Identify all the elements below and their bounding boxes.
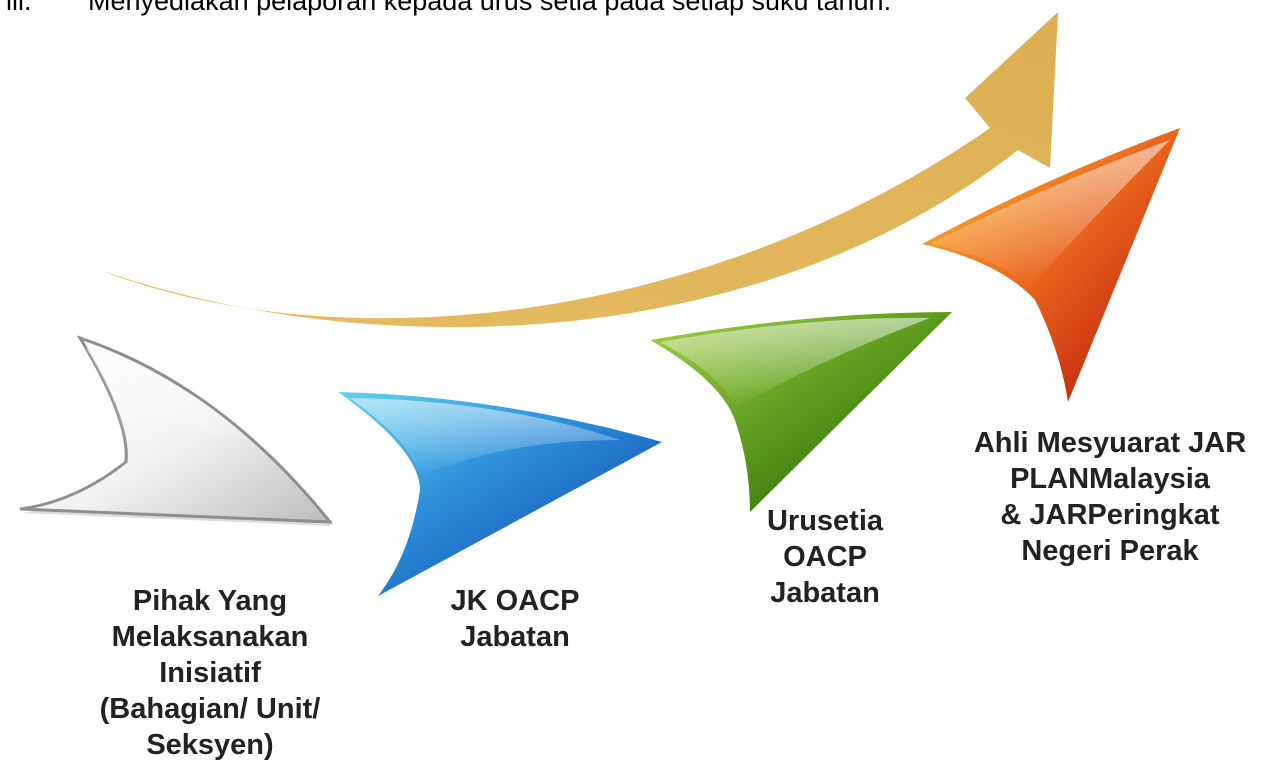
intro-text: Menyediakan pelaporan kepada urus setia … — [88, 0, 892, 16]
stage-label-2: JK OACP Jabatan — [430, 583, 600, 655]
stage-shape-orange — [922, 128, 1180, 402]
rising-arrow — [100, 12, 1058, 328]
stage-2-line-2: Jabatan — [460, 621, 570, 653]
stage-3-line-2: OACP — [783, 541, 867, 573]
stage-label-4: Ahli Mesyuarat JAR PLANMalaysia & JARPer… — [960, 425, 1260, 569]
stage-2-line-1: JK OACP — [450, 585, 580, 617]
stage-1-line-4: Seksyen) — [146, 729, 274, 761]
stage-shape-green — [650, 312, 952, 512]
stage-1-line-1: Pihak Yang — [132, 585, 288, 617]
stage-4-line-1: Ahli Mesyuarat JAR — [973, 427, 1247, 459]
stage-label-1: Pihak Yang Melaksanakan Inisiatif (Bahag… — [60, 583, 360, 763]
stage-1-line-2: Melaksanakan Inisiatif — [111, 621, 309, 689]
stage-4-line-4: Negeri Perak — [1021, 535, 1199, 567]
stage-label-3: Urusetia OACP Jabatan — [745, 503, 905, 611]
stage-4-line-2: PLANMalaysia — [1010, 463, 1210, 495]
intro-number: iii. — [6, 0, 32, 16]
stage-shape-white — [19, 335, 334, 526]
stage-shape-blue — [338, 392, 662, 596]
stage-3-line-3: Jabatan — [770, 577, 880, 609]
stage-3-line-1: Urusetia — [766, 505, 884, 537]
stage-4-line-3: & JARPeringkat — [1000, 499, 1220, 531]
stage-1-line-3: (Bahagian/ Unit/ — [99, 693, 321, 725]
